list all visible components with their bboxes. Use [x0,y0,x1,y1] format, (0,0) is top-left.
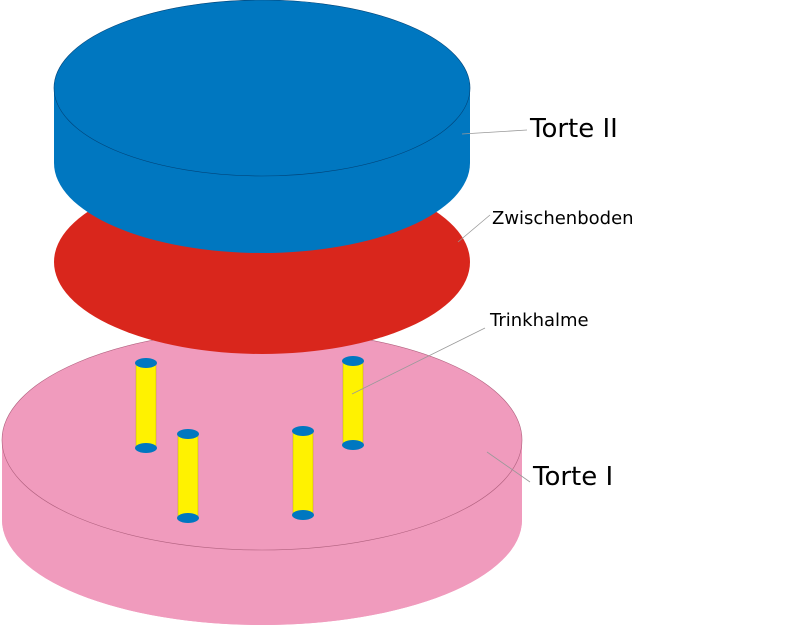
straw [177,429,199,523]
straw-cap [135,443,157,453]
torte-2 [53,0,471,253]
leader-lines [351,129,531,483]
straw-cap [342,356,364,366]
straw [135,358,157,453]
leader-trinkhalme [351,327,486,395]
label-torte-2: Torte II [530,114,618,144]
label-torte-1: Torte I [533,462,614,492]
label-zwischenboden: Zwischenboden [492,208,634,229]
torte-1 [1,329,523,625]
straw-cap [135,358,157,368]
leader-zwischenboden [457,214,491,243]
straw [292,426,314,520]
leader-torte2 [461,129,528,135]
straw [342,356,364,450]
straw-cap [292,510,314,520]
straw-cap [292,426,314,436]
label-trinkhalme: Trinkhalme [490,310,589,331]
straw-cap [342,440,364,450]
straw-cap [177,429,199,439]
straw-cap [177,513,199,523]
leader-torte1 [486,451,531,483]
